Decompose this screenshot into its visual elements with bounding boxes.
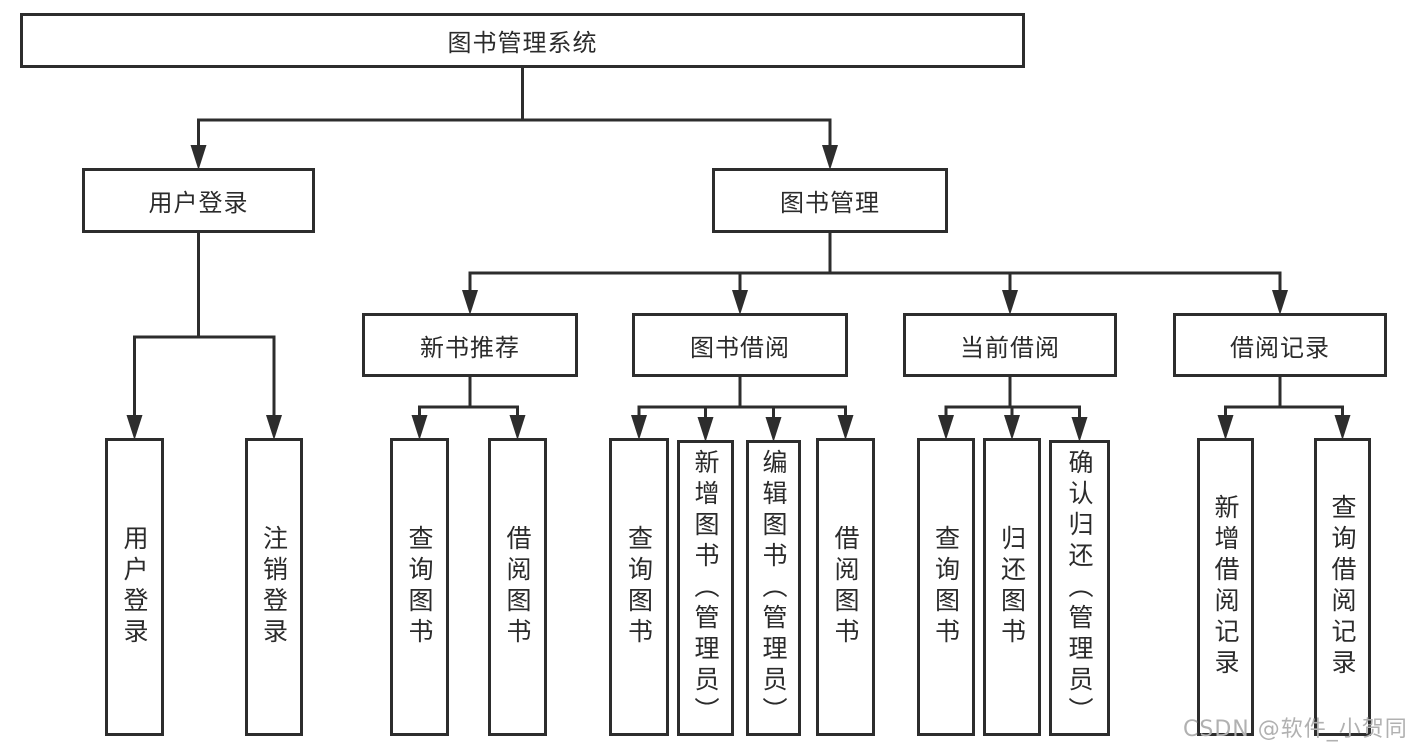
node-bb-edit: 编辑图书（管理员） — [746, 440, 801, 736]
node-bb-query: 查询图书 — [609, 438, 669, 736]
node-book-borrow: 图书借阅 — [632, 313, 848, 377]
node-login: 用户登录 — [105, 438, 164, 736]
node-logout: 注销登录 — [245, 438, 303, 736]
node-borrow-records: 借阅记录 — [1173, 313, 1387, 377]
node-nbr-borrow: 借阅图书 — [488, 438, 547, 736]
node-br-query: 查询借阅记录 — [1314, 438, 1371, 736]
node-current-borrow: 当前借阅 — [903, 313, 1117, 377]
node-nbr-query: 查询图书 — [390, 438, 449, 736]
node-root: 图书管理系统 — [20, 13, 1025, 68]
node-bb-borrow: 借阅图书 — [816, 438, 875, 736]
csdn-watermark: CSDN @软件_小贺同学 — [1183, 717, 1405, 742]
node-user-login: 用户登录 — [82, 168, 315, 233]
node-cb-confirm: 确认归还（管理员） — [1049, 440, 1110, 736]
node-br-add: 新增借阅记录 — [1197, 438, 1254, 736]
node-bb-add: 新增图书（管理员） — [677, 440, 734, 736]
node-new-book-rec: 新书推荐 — [362, 313, 578, 377]
node-cb-return: 归还图书 — [983, 438, 1041, 736]
node-book-mgmt: 图书管理 — [712, 168, 948, 233]
node-cb-query: 查询图书 — [917, 438, 975, 736]
